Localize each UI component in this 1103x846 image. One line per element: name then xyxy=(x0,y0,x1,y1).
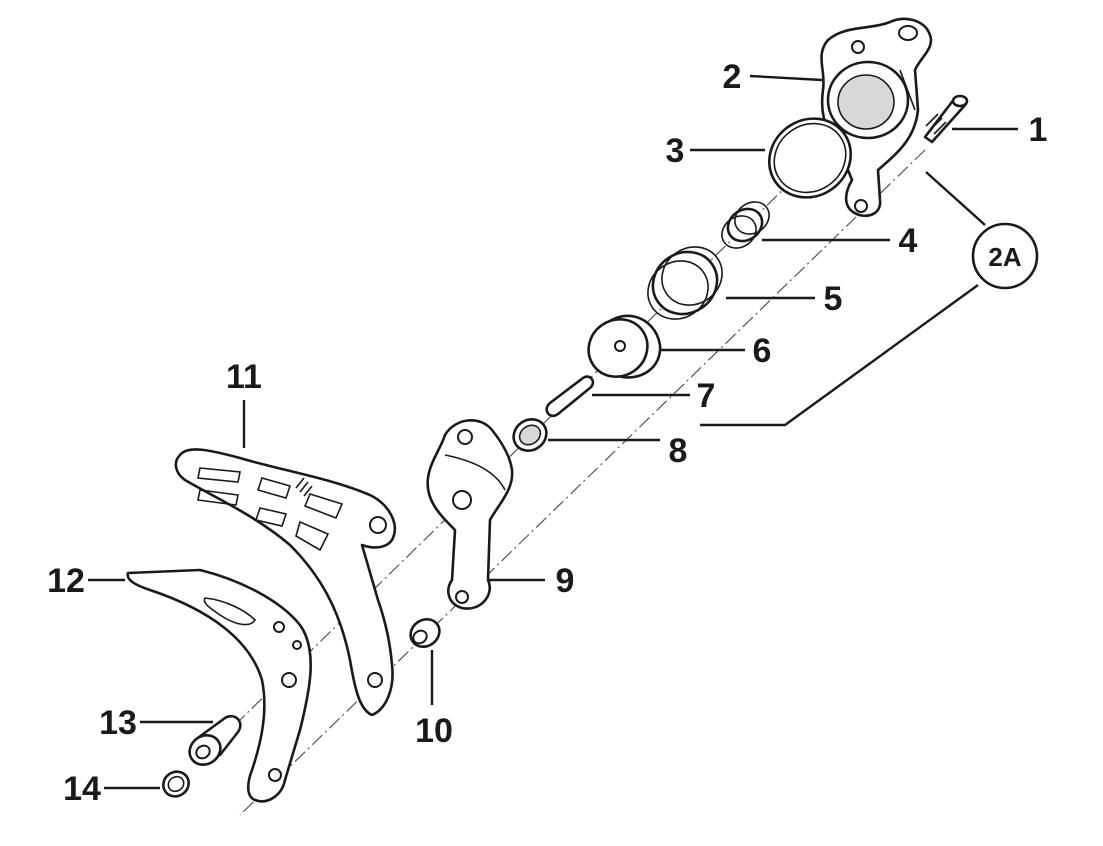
callout-labels: 2 1 3 4 5 6 7 8 9 10 11 12 13 14 xyxy=(47,58,1047,808)
part-4-spring xyxy=(721,201,770,249)
part-7-pin xyxy=(545,375,595,418)
part-10-small-bushing xyxy=(409,618,441,648)
part-12-curved-plate xyxy=(126,568,312,803)
callout-7: 7 xyxy=(697,377,716,415)
callout-10: 10 xyxy=(415,712,453,750)
callout-11: 11 xyxy=(226,358,262,396)
part-14-small-ring xyxy=(162,770,190,798)
leader-lines xyxy=(88,74,1018,790)
part-8-bushing xyxy=(512,418,548,452)
callout-1: 1 xyxy=(1029,111,1048,149)
reference-badge-2A: 2A xyxy=(971,222,1039,290)
callout-12: 12 xyxy=(47,562,85,600)
part-11-guard-bracket xyxy=(174,448,397,717)
part-3-large-seal-ring xyxy=(767,117,853,199)
callout-8: 8 xyxy=(669,432,688,470)
assembly-axis-lines xyxy=(239,94,926,816)
callout-13: 13 xyxy=(99,704,137,742)
callout-4: 4 xyxy=(899,222,918,260)
callout-3: 3 xyxy=(666,132,685,170)
callout-2: 2 xyxy=(723,58,742,96)
part-5-seal-rings xyxy=(647,246,723,320)
part-1-bolt xyxy=(923,94,969,144)
part-6-piston xyxy=(587,314,662,379)
callout-14: 14 xyxy=(63,770,101,808)
callout-9: 9 xyxy=(556,562,575,600)
part-2-caliper-housing xyxy=(820,17,933,217)
callout-5: 5 xyxy=(824,280,843,318)
part-13-stud xyxy=(188,714,242,766)
callout-6: 6 xyxy=(753,332,772,370)
part-9-lever-arm xyxy=(426,419,514,610)
badge-label: 2A xyxy=(988,242,1021,272)
